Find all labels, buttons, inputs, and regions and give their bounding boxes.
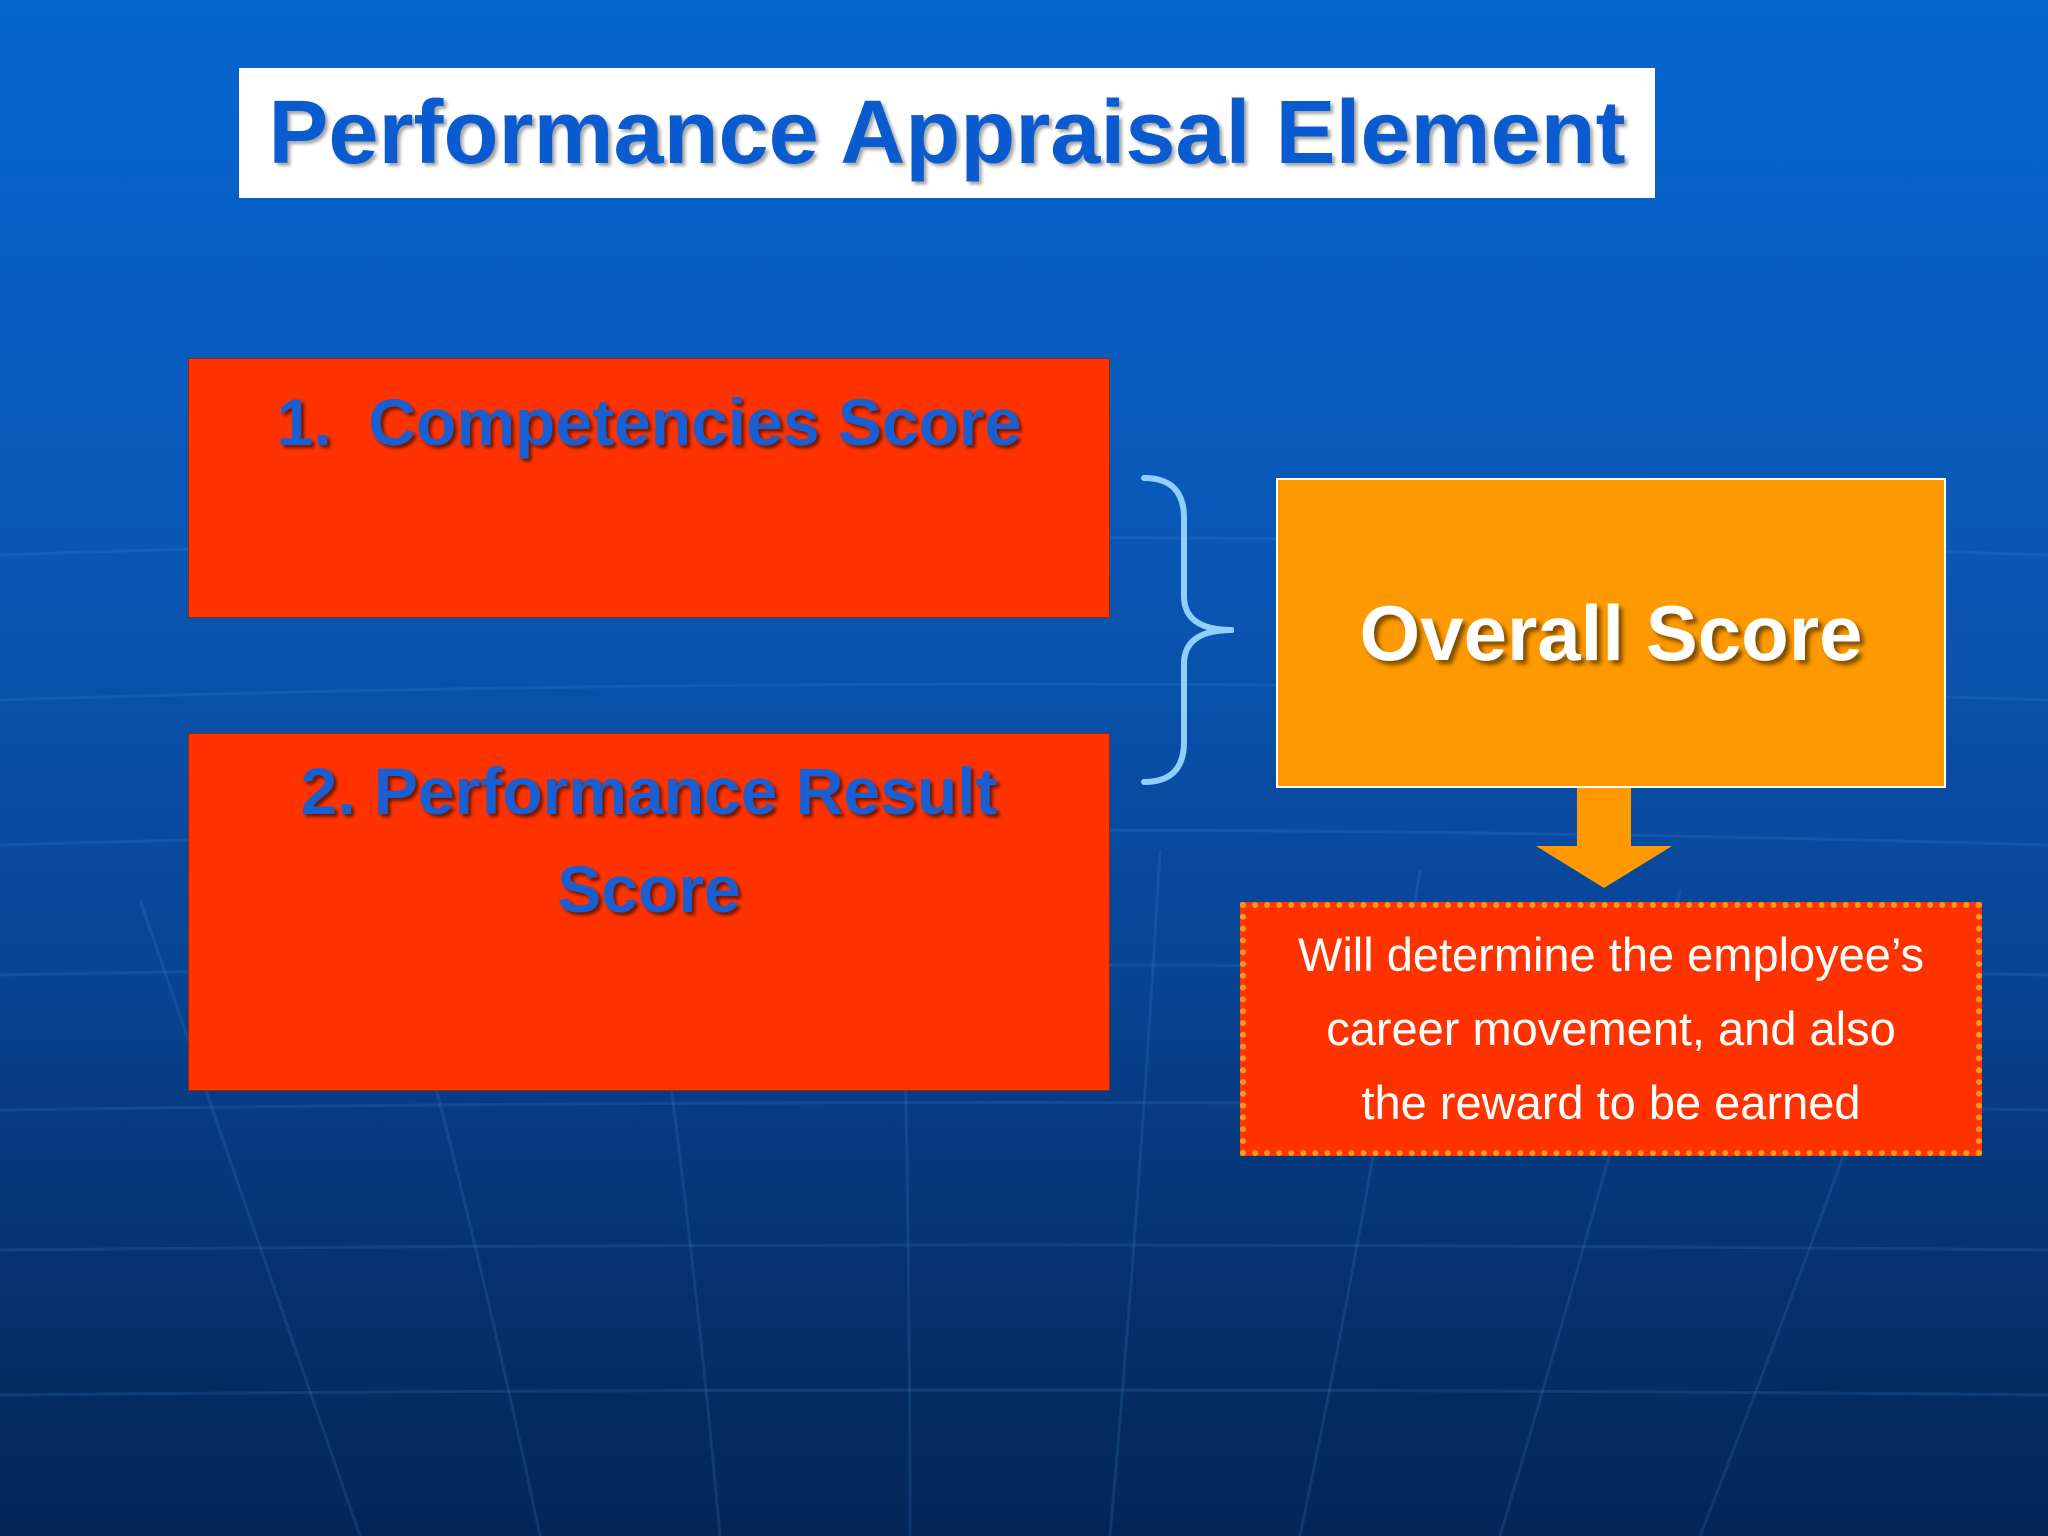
outcome-note-box: Will determine the employee’s career mov… xyxy=(1240,902,1982,1156)
competencies-score-label: 1. Competencies Score xyxy=(276,385,1022,459)
performance-result-line1: 2. Performance Result xyxy=(300,754,998,828)
outcome-note-text: Will determine the employee’s career mov… xyxy=(1298,918,1924,1140)
outcome-note-line-1: Will determine the employee’s xyxy=(1297,928,1925,981)
overall-score-box: Overall Score xyxy=(1276,478,1946,788)
performance-result-line2: Score xyxy=(557,852,741,926)
performance-result-score-label: 2. Performance Result Score xyxy=(189,742,1109,938)
competencies-score-box: 1. Competencies Score xyxy=(188,358,1110,618)
right-brace-icon xyxy=(1141,475,1234,785)
performance-result-score-box: 2. Performance Result Score xyxy=(188,733,1110,1091)
slide-title: Performance Appraisal Element xyxy=(268,82,1626,183)
overall-score-label: Overall Score xyxy=(1359,588,1863,677)
outcome-note-line-2: career movement, and also xyxy=(1326,1002,1896,1055)
down-arrow-icon xyxy=(1536,788,1672,888)
title-box: Performance Appraisal Element xyxy=(239,68,1655,198)
outcome-note-line-3: the reward to be earned xyxy=(1361,1076,1861,1129)
